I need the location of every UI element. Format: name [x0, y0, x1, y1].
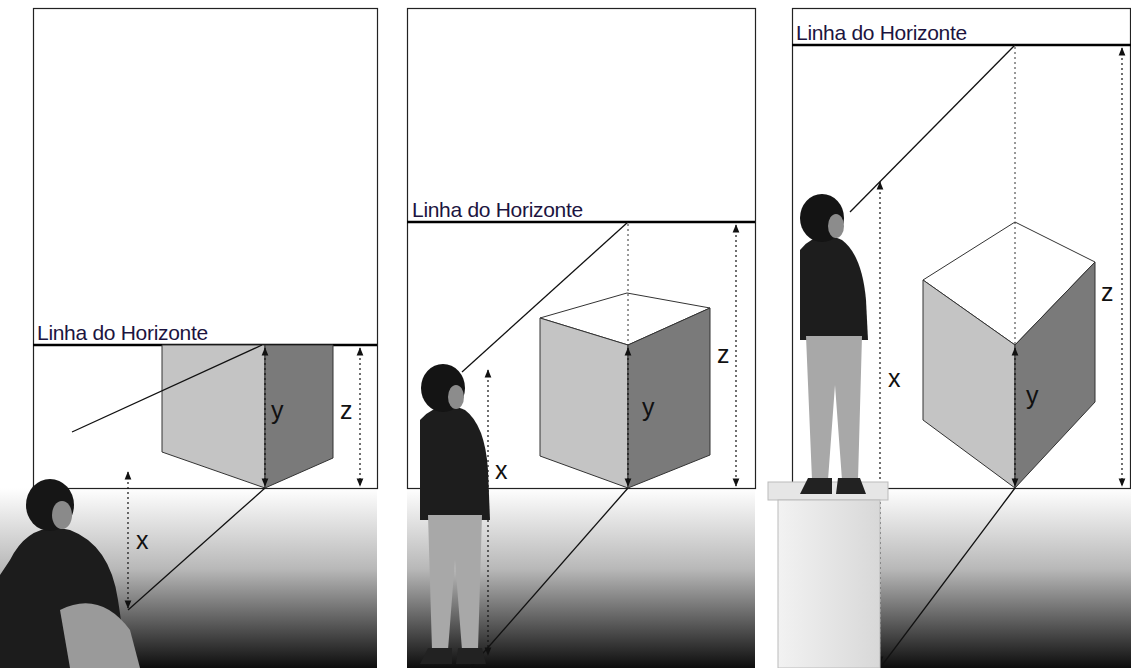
dimension-label: x [888, 366, 901, 391]
cube-face [1015, 262, 1095, 488]
cube-face [162, 345, 265, 488]
dimension-label: y [1026, 383, 1039, 408]
horizon-label: Linha do Horizonte [412, 199, 583, 220]
pedestal [768, 482, 888, 668]
sight-line [462, 222, 628, 372]
dimension-label: z [340, 398, 353, 423]
dimension-label: y [642, 395, 655, 420]
cube-face [540, 318, 628, 488]
panel-frame [34, 9, 378, 489]
guide-line [628, 224, 629, 345]
sight-line [72, 345, 262, 432]
standing-person [420, 364, 490, 664]
dimension-arrow [264, 348, 265, 486]
cube-face [923, 280, 1015, 488]
horizon-line [407, 221, 755, 224]
dimension-arrow [1014, 348, 1015, 486]
dimension-arrow [359, 348, 360, 486]
sight-line [470, 488, 628, 668]
sight-line [128, 488, 265, 610]
dimension-label: x [136, 528, 149, 553]
cube-face [265, 345, 333, 488]
horizon-label: Linha do Horizonte [37, 322, 208, 343]
dimension-arrow [1121, 48, 1122, 486]
floor [407, 488, 755, 668]
cube-face [628, 308, 710, 488]
dimension-label: z [1101, 280, 1114, 305]
dimension-arrow [627, 348, 628, 486]
panel-frame [793, 9, 1131, 489]
dimension-label: x [495, 458, 508, 483]
dimension-arrow [735, 225, 736, 486]
dimension-arrow [127, 472, 128, 608]
seated-person [0, 479, 140, 668]
horizon-label: Linha do Horizonte [796, 22, 967, 43]
guide-line [1015, 47, 1016, 345]
dimension-label: y [271, 398, 284, 423]
horizon-line [792, 44, 1131, 47]
sight-line [850, 45, 1015, 212]
standing-person [800, 194, 868, 494]
sight-line [880, 488, 1015, 668]
floor [0, 488, 377, 668]
dimension-label: z [717, 342, 730, 367]
